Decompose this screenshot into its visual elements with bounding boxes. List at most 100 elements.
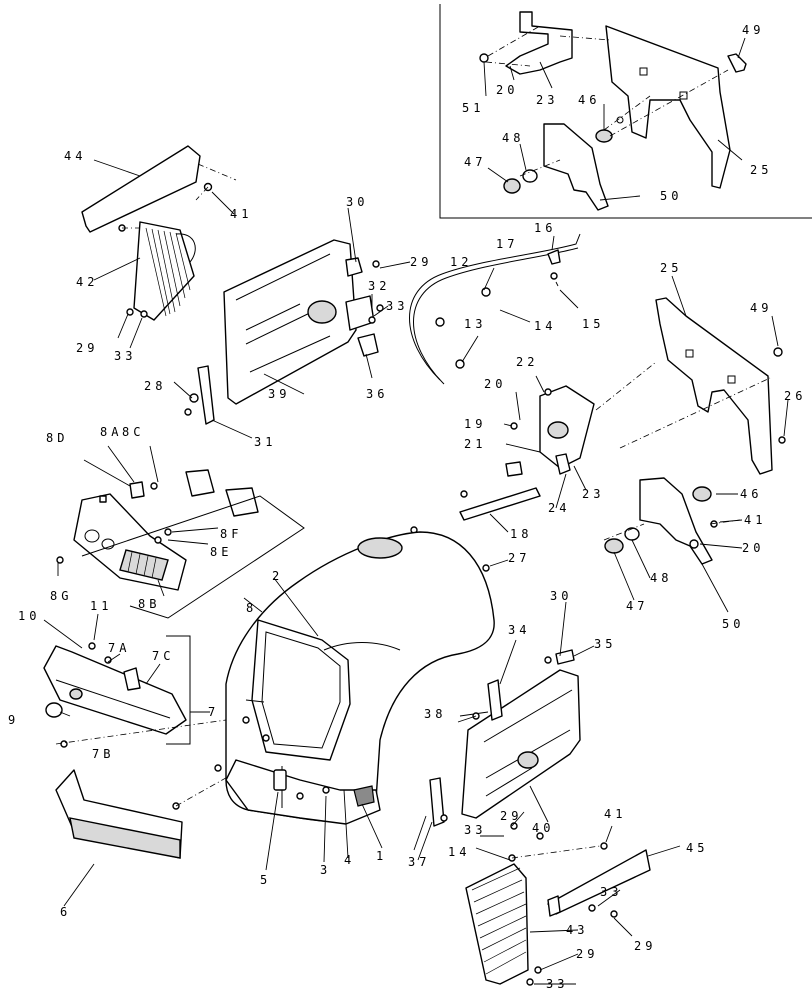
callout-41-left: 41 bbox=[230, 207, 252, 221]
callout-22: 22 bbox=[516, 355, 538, 369]
callout-32: 32 bbox=[368, 279, 390, 293]
callout-8E: 8E bbox=[210, 545, 232, 559]
front-light-group bbox=[43, 613, 210, 745]
callout-49-inset: 49 bbox=[742, 23, 764, 37]
bottom-right-group bbox=[465, 825, 681, 986]
callout-30-top: 30 bbox=[346, 195, 368, 209]
plate-25 bbox=[655, 297, 773, 475]
hood-group bbox=[214, 531, 495, 871]
callout-33-low: 33 bbox=[546, 977, 568, 991]
callout-8F: 8F bbox=[220, 527, 242, 541]
callout-2: 2 bbox=[272, 569, 283, 583]
callout-14-top: 14 bbox=[534, 319, 556, 333]
callout-19: 19 bbox=[464, 417, 486, 431]
callout-38: 38 bbox=[424, 707, 446, 721]
callout-41-bottom: 41 bbox=[604, 807, 626, 821]
callout-7C: 7C bbox=[152, 649, 174, 663]
bracket-8A bbox=[129, 481, 145, 499]
screw-26 bbox=[778, 436, 786, 444]
hood-opening bbox=[357, 537, 403, 559]
bracket-24 bbox=[555, 453, 571, 475]
callout-8A: 8A bbox=[100, 425, 122, 439]
callout-39: 39 bbox=[268, 387, 290, 401]
front-lower-panel bbox=[225, 759, 381, 825]
callout-51: 51 bbox=[462, 101, 484, 115]
callout-7: 7 bbox=[208, 705, 219, 719]
screw-8G bbox=[56, 556, 64, 564]
callout-23: 23 bbox=[582, 487, 604, 501]
callout-25-inset: 25 bbox=[750, 163, 772, 177]
callout-29-low: 29 bbox=[576, 947, 598, 961]
callout-48: 48 bbox=[650, 571, 672, 585]
bumper-group-6 bbox=[55, 719, 241, 907]
side-panel-39-group bbox=[173, 207, 411, 439]
center-bracket-group bbox=[410, 375, 595, 572]
callout-41-right: 41 bbox=[744, 513, 766, 527]
callout-29-bottom: 29 bbox=[634, 939, 656, 953]
strut-18 bbox=[459, 487, 541, 521]
callout-33-bottom: 33 bbox=[600, 885, 622, 899]
callout-8: 8 bbox=[246, 601, 257, 615]
callout-30-right: 30 bbox=[550, 589, 572, 603]
callout-37: 37 bbox=[408, 855, 430, 869]
inset-washer-48 bbox=[522, 169, 538, 183]
callout-36: 36 bbox=[366, 387, 388, 401]
callout-47-inset: 47 bbox=[464, 155, 486, 169]
side-panel-44 bbox=[81, 145, 201, 233]
callout-33-mid: 33 bbox=[464, 823, 486, 837]
lens-8B bbox=[119, 549, 169, 581]
bushing-46 bbox=[692, 486, 712, 502]
callout-18: 18 bbox=[510, 527, 532, 541]
callout-6: 6 bbox=[60, 905, 71, 919]
callout-20-inset: 20 bbox=[496, 83, 518, 97]
inset-screw-51 bbox=[479, 53, 489, 63]
inset-plate-50 bbox=[543, 123, 609, 211]
callout-17: 17 bbox=[496, 237, 518, 251]
clamp-16 bbox=[547, 249, 561, 265]
inset-detail bbox=[439, 4, 812, 219]
callout-40: 40 bbox=[532, 821, 554, 835]
vent-hole bbox=[307, 300, 337, 324]
inset-bolt-49 bbox=[727, 53, 747, 73]
callout-48-inset: 48 bbox=[502, 131, 524, 145]
part-37 bbox=[353, 785, 375, 807]
bushing-5 bbox=[273, 769, 287, 791]
callout-8G: 8G bbox=[50, 589, 72, 603]
callout-33-top: 33 bbox=[386, 299, 408, 313]
callout-9: 9 bbox=[8, 713, 19, 727]
callout-29-left: 29 bbox=[76, 341, 98, 355]
callout-8D: 8D bbox=[46, 431, 68, 445]
inset-frame bbox=[439, 4, 812, 219]
hinge-38 bbox=[487, 679, 503, 721]
callout-26: 26 bbox=[784, 389, 806, 403]
callout-28: 28 bbox=[144, 379, 166, 393]
lamp-8C bbox=[185, 469, 215, 497]
callout-11: 11 bbox=[90, 599, 112, 613]
callout-43: 43 bbox=[566, 923, 588, 937]
callout-35: 35 bbox=[594, 637, 616, 651]
inset-plate-25 bbox=[605, 25, 731, 189]
callout-45: 45 bbox=[686, 841, 708, 855]
grille-43 bbox=[465, 863, 529, 985]
callout-labels: 49 51 20 23 46 48 47 25 50 44 41 42 29 3… bbox=[8, 23, 806, 991]
callout-21: 21 bbox=[464, 437, 486, 451]
callout-4: 4 bbox=[344, 853, 355, 867]
callout-7B: 7B bbox=[92, 747, 114, 761]
hinge-31 bbox=[197, 365, 215, 425]
nut-27 bbox=[482, 564, 490, 572]
callout-46: 46 bbox=[740, 487, 762, 501]
callout-44: 44 bbox=[64, 149, 86, 163]
callout-46-inset: 46 bbox=[578, 93, 600, 107]
callout-23-inset: 23 bbox=[536, 93, 558, 107]
pin-35 bbox=[555, 649, 575, 665]
callout-29-top: 29 bbox=[410, 255, 432, 269]
grille-frame-1 bbox=[251, 619, 351, 761]
washer-48 bbox=[624, 527, 640, 541]
inset-bracket-23 bbox=[505, 11, 573, 75]
callout-12: 12 bbox=[450, 255, 472, 269]
callout-31: 31 bbox=[254, 435, 276, 449]
callout-14-bottom: 14 bbox=[448, 845, 470, 859]
callout-8C: 8C bbox=[122, 425, 144, 439]
right-plate-group bbox=[595, 275, 789, 613]
